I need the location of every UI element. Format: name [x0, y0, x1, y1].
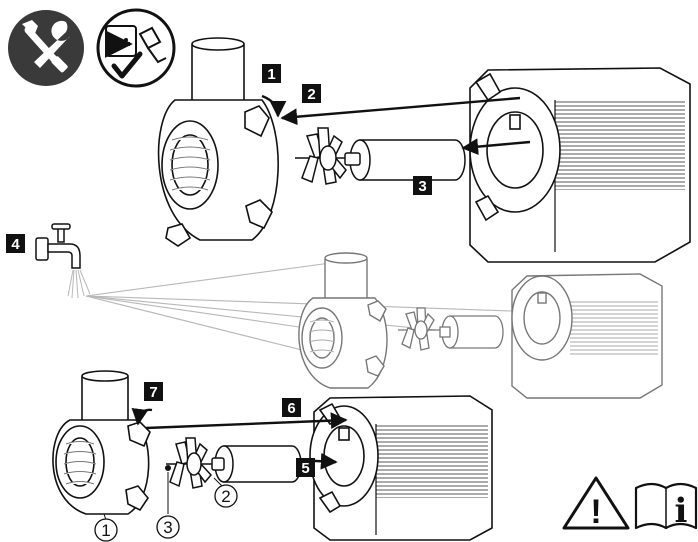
impeller-middle	[398, 308, 440, 350]
svg-text:i: i	[675, 491, 688, 531]
rotor-magnet-bottom	[212, 446, 301, 482]
step-badge-4: 4	[6, 234, 25, 253]
step-badge-7: 7	[144, 382, 163, 401]
impeller-bottom	[166, 438, 212, 488]
svg-text:!: !	[590, 493, 601, 531]
svg-text:2: 2	[221, 487, 230, 506]
water-spray	[68, 270, 90, 298]
motor-block-bottom	[310, 396, 492, 540]
part-label-3: 3	[157, 516, 179, 538]
pump-housing-bottom	[53, 371, 150, 514]
pump-housing-top	[159, 38, 279, 246]
motor-block-top	[470, 68, 690, 262]
svg-text:2: 2	[307, 86, 315, 103]
step-badge-5: 5	[296, 458, 315, 477]
water-tap-icon	[36, 224, 80, 268]
rotor-magnet-middle	[440, 316, 503, 348]
svg-text:5: 5	[301, 460, 309, 477]
svg-text:1: 1	[101, 521, 110, 540]
pump-housing-middle	[299, 253, 387, 388]
svg-text:3: 3	[163, 518, 172, 537]
part-label-2: 2	[215, 485, 237, 507]
svg-text:7: 7	[149, 384, 157, 401]
svg-text:1: 1	[267, 66, 275, 83]
manual-info-icon: i	[636, 484, 696, 531]
motor-block-middle	[512, 274, 662, 398]
step-badge-6: 6	[282, 398, 301, 417]
rotor-magnet-top	[345, 140, 465, 180]
svg-text:4: 4	[11, 236, 20, 253]
step-badge-1: 1	[262, 64, 281, 83]
svg-text:6: 6	[287, 400, 295, 417]
step-badge-3: 3	[413, 176, 432, 195]
unplug-icon	[98, 10, 174, 86]
impeller-top	[295, 128, 346, 184]
tools-icon	[8, 10, 84, 86]
part-label-1: 1	[95, 519, 117, 541]
svg-text:3: 3	[418, 178, 426, 195]
step-badge-2: 2	[302, 84, 321, 103]
warning-icon: !	[564, 478, 628, 531]
